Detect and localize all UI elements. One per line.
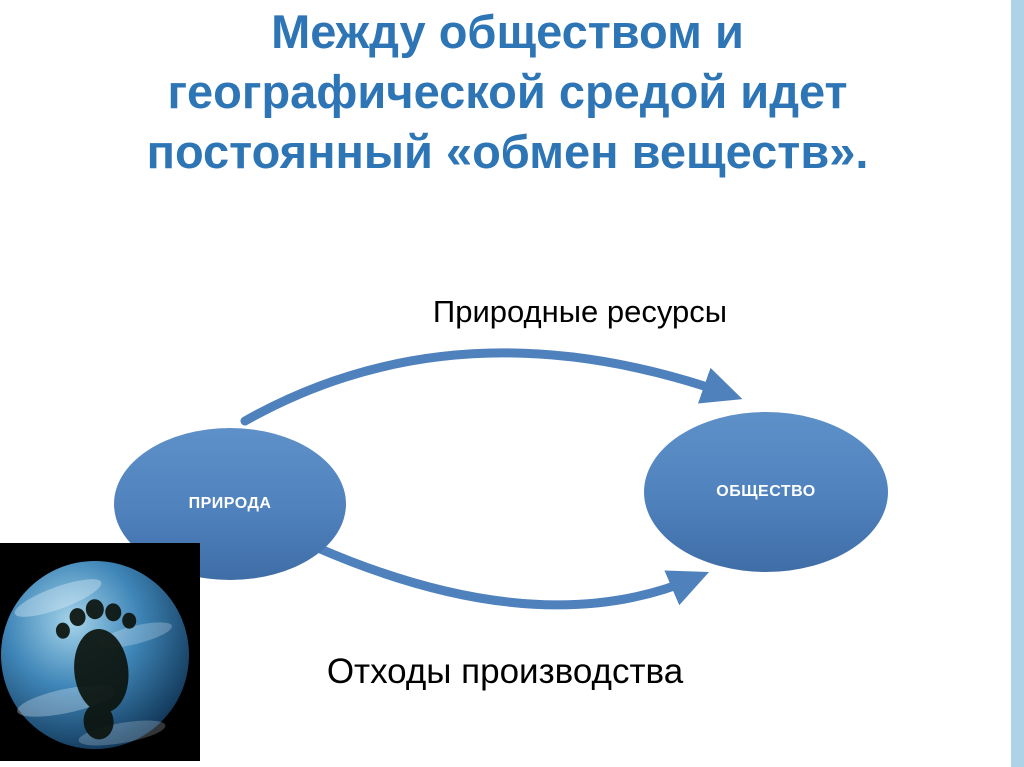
- natural-resources-label: Природные ресурсы: [432, 294, 728, 329]
- title-line-2: географической средой идет: [167, 65, 848, 119]
- nature-node-label: ПРИРОДА: [188, 495, 272, 512]
- earth-footprint-image: [0, 543, 200, 761]
- right-edge-strip: [1011, 0, 1024, 767]
- footprint-icon: [55, 599, 137, 740]
- waste-arrow: [313, 543, 710, 610]
- title-line-1: Между обществом и: [271, 5, 744, 58]
- natural-resources-arrow: [240, 348, 743, 426]
- slide-title: Между обществом и географической средой …: [25, 2, 990, 182]
- society-node-label: ОБЩЕСТВО: [716, 483, 816, 500]
- nature-node: ПРИРОДА: [114, 428, 346, 580]
- waste-label: Отходы производства: [326, 652, 684, 691]
- society-node: ОБЩЕСТВО: [644, 412, 888, 572]
- title-line-3: постоянный «обмен веществ».: [146, 125, 869, 179]
